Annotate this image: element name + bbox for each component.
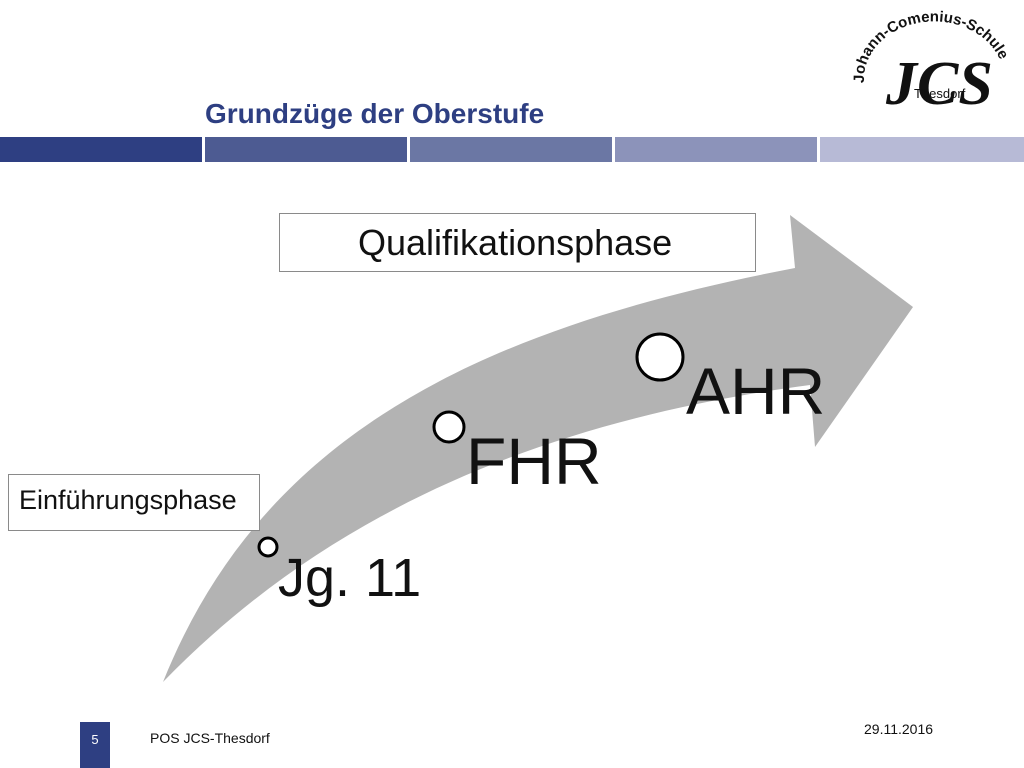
step-marker-ahr	[635, 332, 685, 382]
header-band-segment	[820, 137, 1024, 162]
progress-arrow	[163, 215, 913, 682]
step-label-ahr: AHR	[686, 354, 825, 428]
slide-title: Grundzüge der Oberstufe	[205, 98, 545, 129]
logo-initials: JCS	[885, 50, 993, 118]
header-band-segment	[615, 137, 820, 162]
logo-place: Thesdorf	[914, 86, 966, 101]
header-band-segment	[0, 137, 205, 162]
header-band	[0, 137, 1024, 162]
phase-box-qualification: Qualifikationsphase	[279, 213, 756, 272]
school-logo: Johann-Comenius-Schule JCS Thesdorf	[852, 8, 1012, 118]
step-marker-fhr	[432, 410, 466, 444]
page-number: 5	[80, 722, 110, 768]
phase-box-introduction: Einführungsphase	[8, 474, 260, 531]
footer-date: 29.11.2016	[864, 721, 934, 737]
header-band-segment	[205, 137, 410, 162]
step-marker-jg11	[257, 536, 279, 558]
step-label-fhr: FHR	[466, 424, 602, 498]
footer-school-name: POS JCS-Thesdorf	[150, 730, 270, 746]
header-band-segment	[410, 137, 615, 162]
step-label-jg11: Jg. 11	[278, 548, 421, 608]
